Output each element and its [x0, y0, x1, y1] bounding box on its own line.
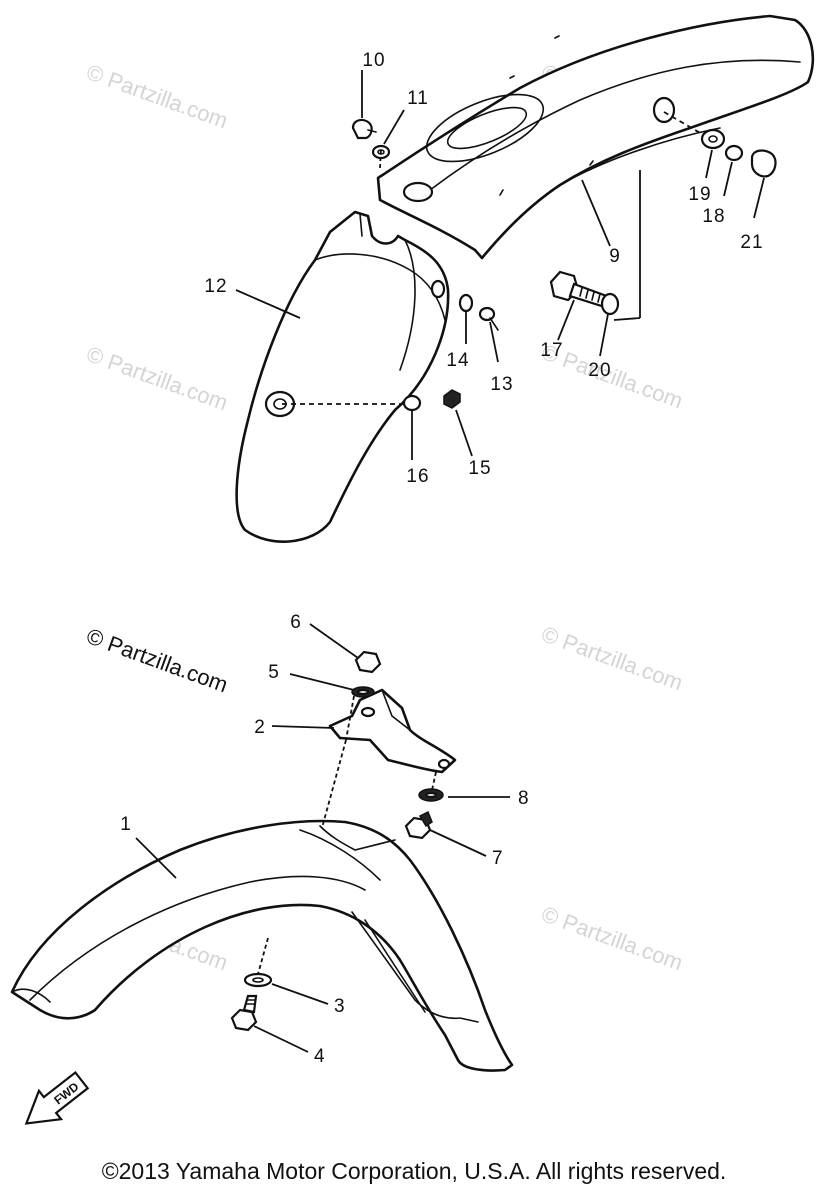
bolt: [351, 118, 377, 140]
bolt: [404, 810, 433, 840]
cap-nut: [750, 149, 777, 178]
watermark: © Partzilla.com: [538, 621, 686, 695]
fwd-arrow-icon: FWD: [24, 1070, 90, 1125]
rear-mudguard: [235, 210, 450, 543]
washer: [700, 128, 726, 150]
watermark: © Partzilla.com: [538, 901, 686, 975]
callout-2: 2: [254, 717, 266, 738]
lock-washer-hole: [356, 688, 370, 696]
callout-11: 11: [407, 88, 429, 109]
callout-16: 16: [406, 466, 429, 487]
washer: [600, 292, 620, 316]
bolt: [230, 994, 258, 1032]
callout-9: 9: [609, 246, 621, 267]
washer: [243, 972, 273, 988]
callout-20: 20: [588, 360, 611, 381]
callout-19: 19: [688, 184, 711, 205]
washer-hole: [424, 791, 438, 799]
callout-13: 13: [490, 374, 513, 395]
nut: [354, 650, 382, 674]
callout-18: 18: [702, 206, 725, 227]
callout-12: 12: [204, 276, 227, 297]
rear-fender: [376, 14, 815, 260]
screw: [478, 306, 499, 331]
callout-15: 15: [468, 458, 491, 479]
bracket: [328, 688, 457, 774]
callout-4: 4: [314, 1046, 326, 1067]
watermark: © Partzilla.com: [83, 59, 231, 133]
washer-hole: [708, 135, 718, 143]
copyright-notice: ©2013 Yamaha Motor Corporation, U.S.A. A…: [101, 1158, 727, 1184]
callout-8: 8: [518, 788, 530, 809]
watermark: © Partzilla.com: [83, 341, 231, 415]
callout-10: 10: [362, 50, 385, 71]
watermark: © Partzilla.com: [83, 623, 231, 697]
callout-6: 6: [290, 612, 302, 633]
washer: [458, 293, 474, 313]
lock-washer: [724, 144, 744, 162]
callout-1: 1: [120, 814, 132, 835]
leader-lines: [135, 70, 765, 1053]
washer: [402, 394, 422, 412]
callout-7: 7: [492, 848, 504, 869]
callout-21: 21: [740, 232, 763, 253]
callout-14: 14: [446, 350, 469, 371]
callouts: 10 11 9 19 18 21 12 17 20 14 13 16 15 6 …: [120, 50, 763, 1067]
washer-hole: [252, 977, 264, 983]
callout-17: 17: [540, 340, 563, 361]
callout-5: 5: [268, 662, 280, 683]
nut: [443, 389, 461, 409]
front-fender: [10, 819, 514, 1072]
callout-3: 3: [334, 996, 346, 1017]
